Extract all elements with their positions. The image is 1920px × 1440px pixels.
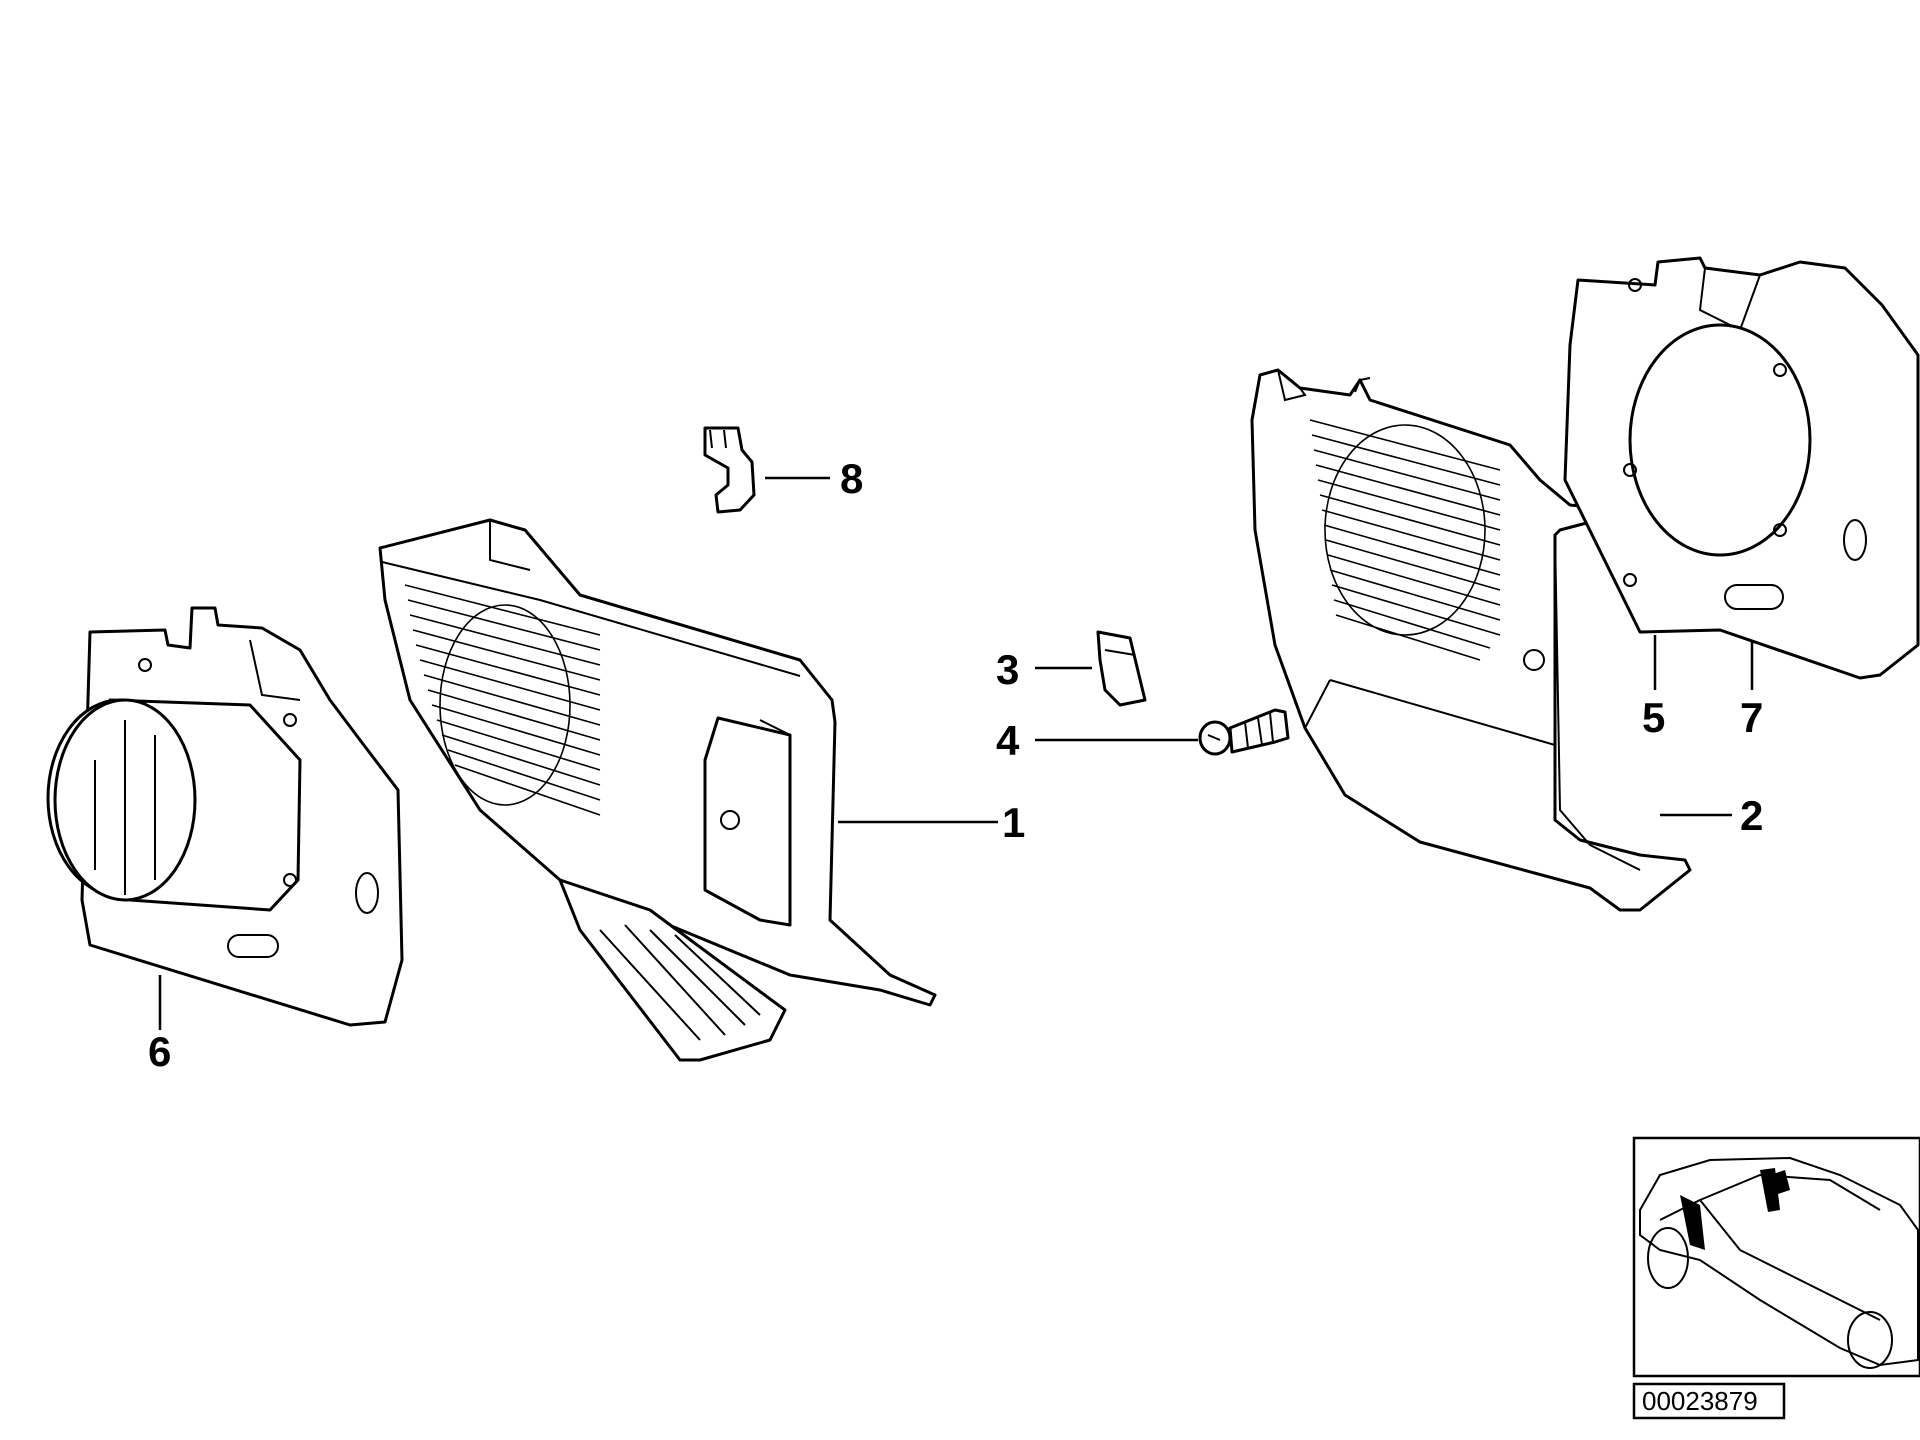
part-6-speaker-housing-left[interactable] [46, 606, 404, 1027]
callout-1: 1 [1002, 799, 1025, 846]
callout-6: 6 [148, 1028, 171, 1075]
callout-5: 5 [1642, 694, 1665, 741]
part-4-push-rivet[interactable] [1198, 708, 1290, 756]
part-1-trim-panel-left[interactable] [378, 518, 937, 1062]
car-outline-icon [1639, 1156, 1919, 1369]
part-2-trim-panel-right[interactable] [1250, 368, 1692, 912]
part-8-clip[interactable] [703, 426, 756, 514]
callouts: 8 3 4 1 2 5 7 6 [148, 455, 1763, 1075]
callout-2: 2 [1740, 792, 1763, 839]
callout-4: 4 [996, 717, 1020, 764]
callout-3: 3 [996, 646, 1019, 693]
vehicle-locator-inset: 00023879 [1632, 1136, 1920, 1420]
reference-number: 00023879 [1642, 1386, 1758, 1416]
callout-7: 7 [1740, 694, 1763, 741]
leader-lines [158, 476, 1754, 1030]
callout-8: 8 [840, 455, 863, 502]
part-7-speaker-housing-right[interactable] [1563, 256, 1920, 680]
part-3-clip[interactable] [1096, 630, 1147, 707]
